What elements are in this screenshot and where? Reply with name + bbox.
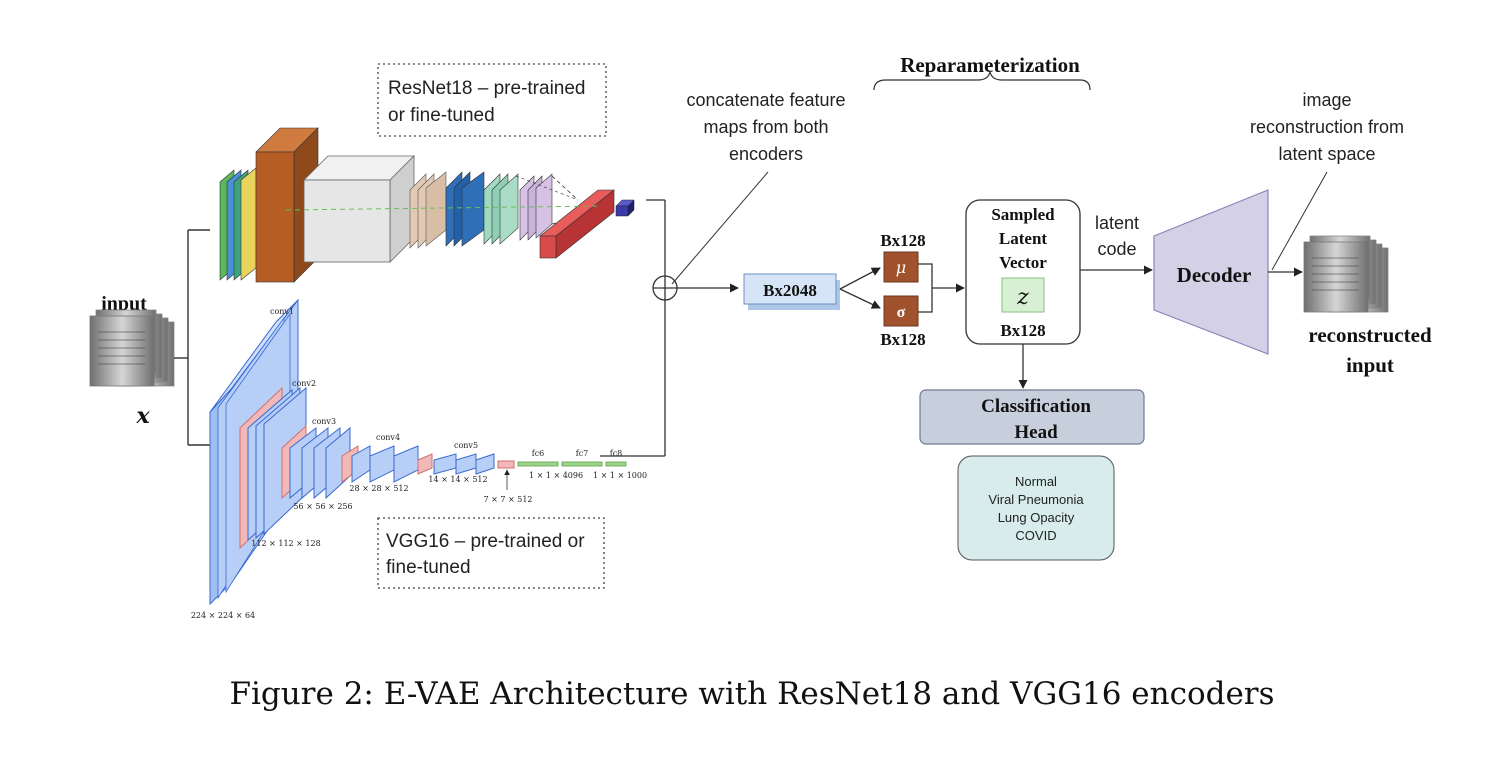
- latent-vector-line1: Sampled: [991, 205, 1055, 224]
- recon-note-line2: reconstruction from: [1250, 117, 1404, 137]
- concat-note-line2: maps from both: [703, 117, 828, 137]
- class-normal: Normal: [1015, 474, 1057, 489]
- decoder-label: Decoder: [1177, 263, 1252, 287]
- resnet-layers: [219, 127, 635, 283]
- vgg-fc8-label: fc8: [610, 449, 623, 458]
- vgg-layers: [209, 298, 627, 606]
- input-xray-stack: [89, 309, 175, 387]
- vgg-conv4-label: conv4: [376, 433, 400, 442]
- input-label: input: [101, 293, 147, 315]
- vgg-dim-28: 28 × 28 × 512: [349, 484, 408, 493]
- vgg-label-line2: fine-tuned: [386, 557, 471, 578]
- latent-code-line2: code: [1097, 239, 1136, 259]
- classification-head-line1: Classification: [981, 396, 1091, 417]
- z-dim: Bx128: [1000, 321, 1045, 340]
- vgg-dim-224: 224 × 224 × 64: [191, 611, 255, 620]
- latent-code-line1: latent: [1095, 213, 1139, 233]
- concat-note-pointer: [671, 171, 769, 285]
- classification-head-box: [919, 389, 1145, 445]
- mu-dim: Bx128: [880, 231, 925, 250]
- class-viral-pneumonia: Viral Pneumonia: [988, 492, 1084, 507]
- features-box: [743, 273, 840, 310]
- vgg-label-box: [377, 517, 605, 589]
- class-lung-opacity: Lung Opacity: [998, 510, 1075, 525]
- vgg-conv5-label: conv5: [454, 441, 478, 450]
- sigma-dim: Bx128: [880, 330, 925, 349]
- vgg-label-line1: VGG16 – pre-trained or: [386, 531, 585, 552]
- features-label: Bx2048: [763, 281, 817, 300]
- resnet-label-line1: ResNet18 – pre-trained: [388, 78, 586, 99]
- input-branch-lines: [174, 229, 210, 446]
- class-list-box: [957, 455, 1115, 561]
- vgg-dim-7: 7 × 7 × 512: [483, 495, 532, 504]
- concat-note-line3: encoders: [729, 144, 803, 164]
- concat-note-line1: concatenate feature: [686, 90, 845, 110]
- vgg-conv1-label: conv1: [270, 307, 294, 316]
- recon-note-line3: latent space: [1278, 144, 1375, 164]
- recon-note-pointer: [1271, 171, 1328, 271]
- sigma-symbol: σ: [897, 304, 906, 321]
- vgg-dim-1000: 1 × 1 × 1000: [593, 471, 647, 480]
- sigma-box: [883, 295, 919, 327]
- classification-head-line2: Head: [1014, 422, 1058, 443]
- vgg-dim-14: 14 × 14 × 512: [428, 475, 487, 484]
- vgg-dim-112: 112 × 112 × 128: [251, 539, 320, 548]
- vgg-conv3-label: conv3: [312, 417, 336, 426]
- vgg-conv2-label: conv2: [292, 379, 316, 388]
- vgg-dim-56: 56 × 56 × 256: [293, 502, 352, 511]
- recon-note-line1: image: [1302, 90, 1351, 110]
- vgg-fc7-label: fc7: [576, 449, 589, 458]
- encoder-merge-lines: [600, 199, 666, 457]
- output-label-line1: reconstructed: [1308, 323, 1432, 347]
- latent-vector-line3: Vector: [999, 253, 1047, 272]
- mu-symbol: μ: [896, 258, 906, 277]
- mu-box: [883, 251, 919, 283]
- output-label-line2: input: [1346, 353, 1394, 377]
- output-xray-stack: [1303, 235, 1389, 313]
- z-symbol: z: [1016, 285, 1029, 310]
- decoder-shape: [1153, 189, 1269, 355]
- figure-caption: Figure 2: E-VAE Architecture with ResNet…: [229, 676, 1275, 712]
- z-box: [1001, 277, 1045, 313]
- class-covid: COVID: [1015, 528, 1056, 543]
- input-symbol: x: [135, 403, 150, 429]
- vgg-dim-4096: 1 × 1 × 4096: [529, 471, 583, 480]
- reparam-brace: [873, 71, 1091, 91]
- resnet-label-line2: or fine-tuned: [388, 105, 495, 126]
- vgg-fc6-label: fc6: [532, 449, 545, 458]
- latent-vector-line2: Latent: [999, 229, 1048, 248]
- mu-sigma-merge-lines: [918, 263, 933, 313]
